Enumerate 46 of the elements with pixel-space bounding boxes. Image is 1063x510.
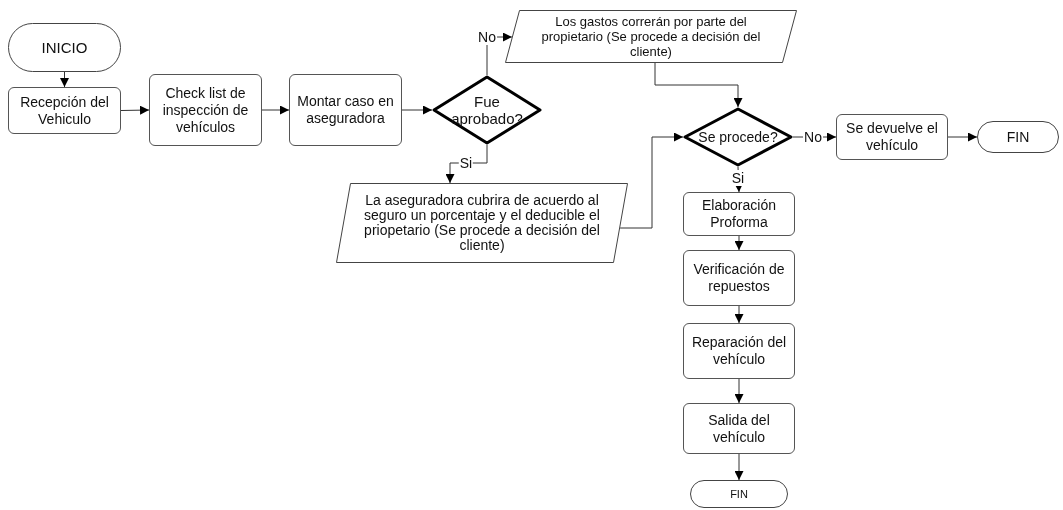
connector-arrow: [261, 105, 290, 115]
connector-arrow: [654, 62, 743, 108]
process-box: [683, 403, 795, 454]
edge-label: No: [803, 129, 823, 145]
node-text: FIN: [730, 486, 748, 502]
node-text: Se procede?: [698, 128, 778, 146]
connector-arrow: [401, 105, 433, 115]
node-text: Recepción del Vehiculo: [19, 93, 110, 128]
node-text: Verificación de repuestos: [692, 261, 786, 295]
process-box: [289, 74, 402, 146]
decision-diamond: [683, 107, 793, 167]
process-box: [683, 250, 795, 306]
terminal-shape: [977, 121, 1059, 153]
node-text: La aseguradora cubrira de acuerdo al seguro un porcentaje y el deducible el priopetario (Se procede a decisión del cliente): [363, 193, 601, 253]
node-text: Elaboración Proforma: [701, 197, 777, 231]
process-box: [683, 323, 795, 379]
connector-arrow: [60, 71, 69, 88]
decision-diamond: [432, 75, 542, 145]
process-box: [836, 114, 948, 160]
node-text: Montar caso en aseguradora: [296, 93, 395, 127]
connector-arrow: [734, 453, 744, 481]
data-parallelogram: [505, 10, 797, 63]
edge-label: Si: [458, 155, 474, 171]
edge-label: Si: [730, 170, 746, 186]
data-parallelogram: [336, 183, 628, 263]
node-text: Los gastos correrán por parte del propietario (Se procede a decisión del cliente): [540, 14, 762, 59]
node-text: FIN: [1006, 128, 1030, 146]
connector-arrow: [947, 132, 978, 142]
terminal-shape: [690, 480, 788, 508]
process-box: [683, 192, 795, 236]
node-text: Salida del vehículo: [707, 411, 771, 446]
terminal-shape: [8, 23, 121, 72]
process-box: [149, 74, 262, 146]
edge-label: No: [477, 29, 497, 45]
connector-arrow: [734, 378, 744, 404]
process-box: [8, 87, 121, 134]
connector-arrow: [619, 132, 684, 229]
node-text: Check list de inspección de vehículos: [161, 84, 250, 136]
connector-arrow: [734, 305, 744, 324]
node-text: Se devuelve el vehículo: [845, 120, 939, 154]
connector-arrow: [734, 235, 744, 251]
connector-arrow: [486, 32, 513, 76]
node-text: INICIO: [41, 39, 88, 56]
connector-arrow: [120, 105, 150, 115]
node-text: Reparación del vehículo: [690, 334, 788, 368]
node-text: Fue aprobado?: [450, 93, 524, 127]
